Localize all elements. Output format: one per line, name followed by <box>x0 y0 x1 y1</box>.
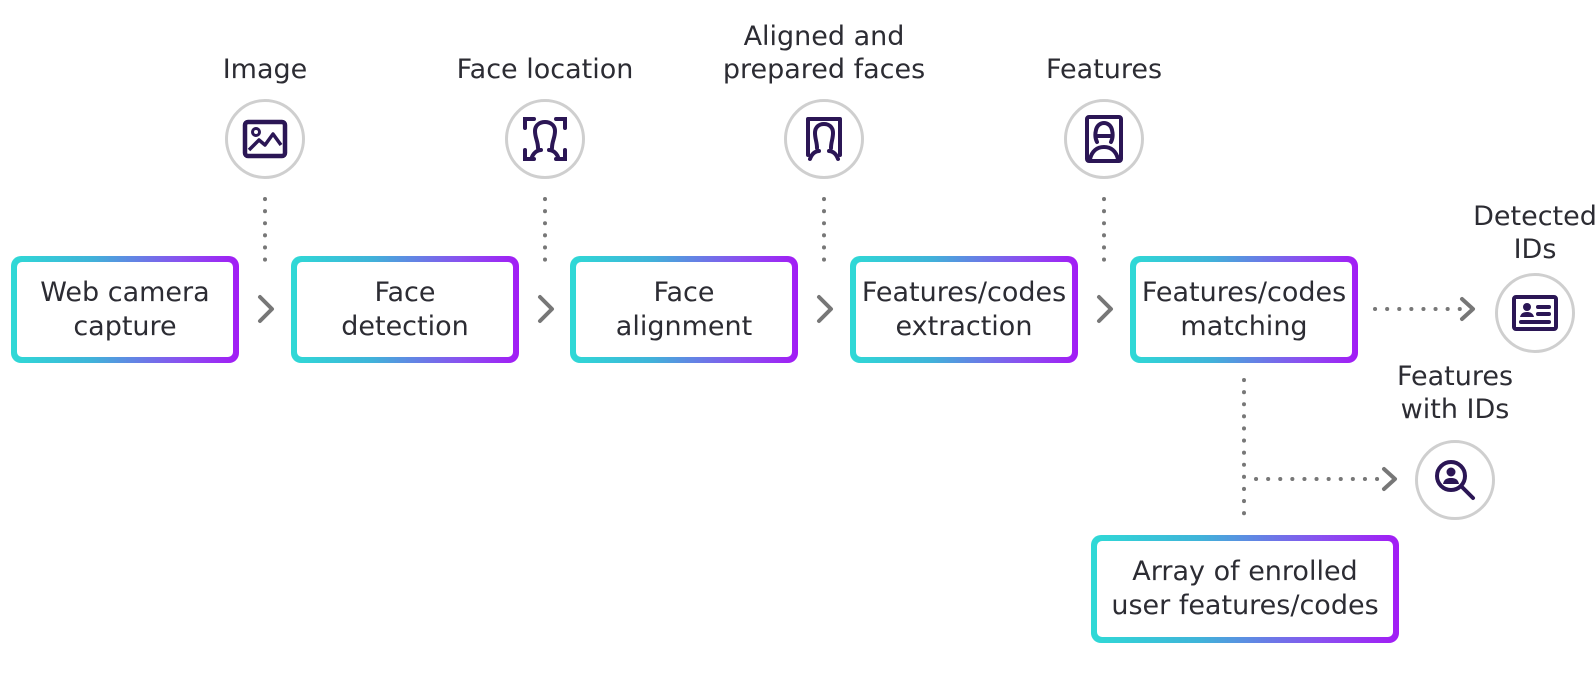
circle-face-location <box>505 99 585 179</box>
chevron-right-icon <box>538 295 554 323</box>
step-box-face-detection: Face detection <box>291 256 519 363</box>
step-label: Face alignment <box>615 276 753 342</box>
features-portrait-icon <box>1085 115 1123 163</box>
step-box-face-alignment: Face alignment <box>570 256 798 363</box>
database-label: Array of enrolled user features/codes <box>1111 556 1379 621</box>
circle-features-with-ids <box>1415 440 1495 520</box>
circle-aligned-faces <box>784 99 864 179</box>
arrow-head-icon <box>1460 297 1475 321</box>
output-label-detected-ids: Detected IDs <box>1473 201 1595 265</box>
output-label-face-location: Face location <box>456 54 634 85</box>
id-card-icon <box>1512 295 1558 331</box>
step-box-features-matching: Features/codes matching <box>1130 256 1358 363</box>
user-search-icon <box>1435 460 1475 500</box>
aligned-face-icon <box>806 117 842 161</box>
chevron-right-icon <box>1097 295 1113 323</box>
circle-features <box>1064 99 1144 179</box>
step-label: Features/codes extraction <box>861 276 1067 342</box>
step-label: Features/codes matching <box>1141 276 1347 342</box>
step-label: Web camera capture <box>40 276 210 342</box>
step-box-web-camera-capture: Web camera capture <box>11 256 239 363</box>
arrow-head-icon <box>1382 467 1397 491</box>
chevron-right-icon <box>817 295 833 323</box>
output-label-aligned-faces: Aligned and prepared faces <box>722 21 926 85</box>
circle-detected-ids <box>1495 273 1575 353</box>
output-label-features-with-ids: Features with IDs <box>1396 361 1514 425</box>
output-label-features: Features <box>1045 54 1163 85</box>
step-box-features-extraction: Features/codes extraction <box>850 256 1078 363</box>
database-box-enrolled-features: Array of enrolled user features/codes <box>1091 535 1399 643</box>
face-scan-icon <box>523 117 567 161</box>
image-icon <box>242 119 288 159</box>
step-label: Face detection <box>341 276 469 342</box>
circle-image <box>225 99 305 179</box>
chevron-right-icon <box>258 295 274 323</box>
output-label-image: Image <box>222 54 308 85</box>
